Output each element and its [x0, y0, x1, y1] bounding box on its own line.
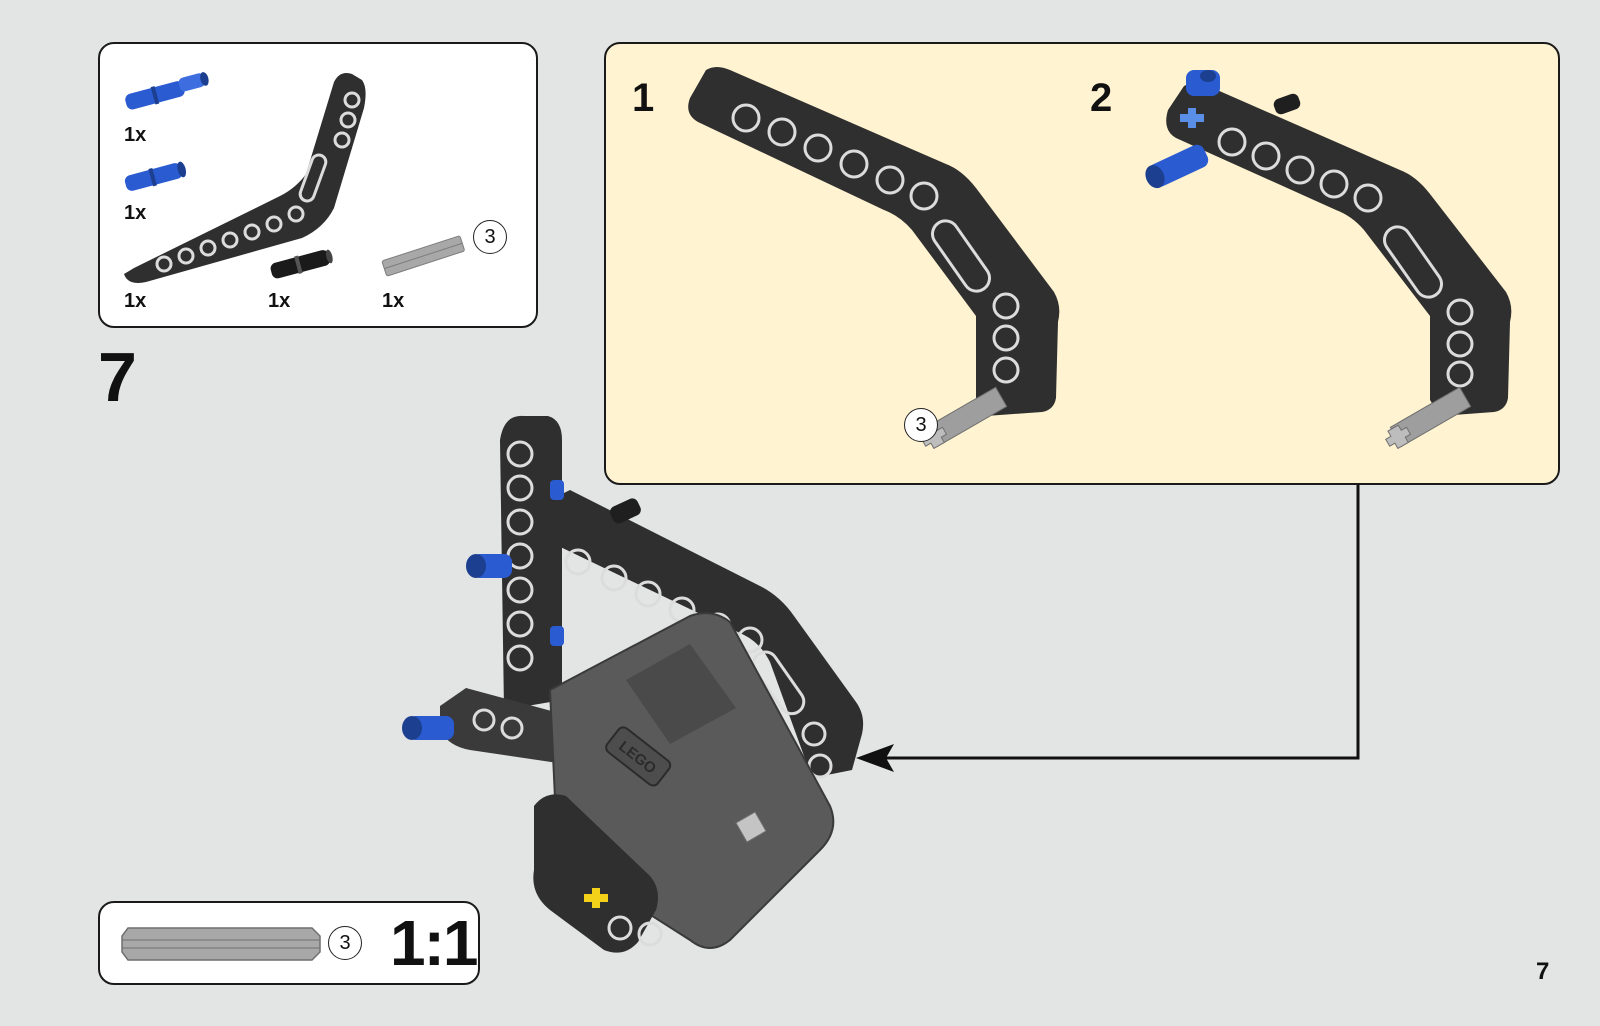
page-number: 7 — [1536, 958, 1549, 986]
axle-length-callout: 3 — [328, 926, 362, 960]
axle-scale-icon — [122, 926, 322, 962]
scale-ratio-label: 1:1 — [390, 908, 477, 978]
